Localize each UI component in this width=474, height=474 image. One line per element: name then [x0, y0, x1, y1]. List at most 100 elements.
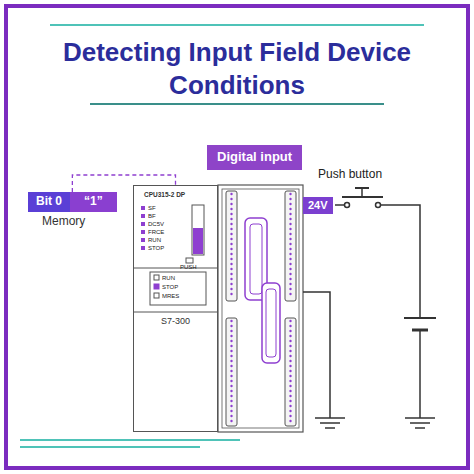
pin: [289, 385, 291, 387]
pin: [289, 420, 291, 422]
tag-text: Digital input: [207, 145, 302, 170]
pin: [289, 330, 291, 332]
tag-text: “1”: [70, 192, 117, 212]
led: [141, 206, 145, 210]
pin: [289, 273, 291, 275]
pin: [230, 380, 232, 382]
pin: [230, 340, 232, 342]
led: [141, 246, 145, 250]
pin: [230, 350, 232, 352]
pin: [230, 198, 232, 200]
pin: [230, 400, 232, 402]
led: [141, 230, 145, 234]
pin: [230, 273, 232, 275]
module-label: S7-300: [134, 316, 217, 326]
pin: [289, 390, 291, 392]
pin: [289, 288, 291, 290]
pin: [289, 248, 291, 250]
pin: [230, 238, 232, 240]
rule: [20, 446, 200, 448]
pin: [289, 325, 291, 327]
module-label: CPU315-2 DP: [144, 191, 185, 198]
cpu-details: [133, 205, 218, 312]
rule: [90, 103, 384, 105]
voltage-tag: 24V: [303, 197, 333, 214]
memory-bit: Bit 0“1”Memory: [28, 192, 117, 229]
pin: [230, 278, 232, 280]
pin: [289, 340, 291, 342]
led: [141, 214, 145, 218]
title: Detecting Input Field Device Conditions: [62, 36, 412, 102]
panel-label: RUN: [148, 237, 161, 243]
pin: [289, 258, 291, 260]
pin: [230, 213, 232, 215]
pin: [289, 243, 291, 245]
pin: [230, 360, 232, 362]
pin: [230, 253, 232, 255]
device-label: Push button: [318, 168, 382, 180]
pin: [289, 395, 291, 397]
frame: [6, 6, 468, 468]
pin: [289, 268, 291, 270]
input-module: [218, 185, 303, 432]
pin: [230, 288, 232, 290]
panel-label: FRCE: [148, 229, 164, 235]
panel-label: MRES: [162, 293, 179, 299]
pin: [289, 380, 291, 382]
panel-label: SF: [148, 205, 156, 211]
pin: [230, 243, 232, 245]
pin: [289, 208, 291, 210]
pin: [230, 218, 232, 220]
pin: [289, 223, 291, 225]
pin: [289, 238, 291, 240]
pin: [289, 320, 291, 322]
pin: [289, 345, 291, 347]
pin: [289, 233, 291, 235]
pin: [289, 400, 291, 402]
pin: [230, 320, 232, 322]
pin: [230, 375, 232, 377]
pin: [289, 415, 291, 417]
pin: [289, 193, 291, 195]
pin: [289, 293, 291, 295]
tag-text: Bit 0: [28, 192, 70, 212]
tag-text: 24V: [303, 197, 333, 214]
cpu-module: CPU315-2 DP S7-300: [133, 185, 218, 432]
pin: [289, 335, 291, 337]
rule: [20, 439, 240, 441]
terminal-pins: [230, 193, 291, 422]
pin: [230, 268, 232, 270]
pin: [230, 283, 232, 285]
pin: [230, 365, 232, 367]
pin: [230, 258, 232, 260]
pin: [289, 365, 291, 367]
dashed-link: [72, 175, 175, 192]
pin: [230, 385, 232, 387]
pin: [230, 248, 232, 250]
pin: [230, 420, 232, 422]
pin: [230, 233, 232, 235]
pin: [230, 203, 232, 205]
field-wiring: [303, 188, 436, 428]
pin: [230, 263, 232, 265]
panel-label: BF: [148, 213, 156, 219]
panel-label: DC5V: [148, 221, 164, 227]
led: [141, 222, 145, 226]
pin: [289, 360, 291, 362]
pin: [230, 208, 232, 210]
pin: [230, 405, 232, 407]
pin: [289, 405, 291, 407]
pin: [230, 223, 232, 225]
pin: [289, 263, 291, 265]
pin: [289, 355, 291, 357]
pin: [289, 218, 291, 220]
pin: [230, 335, 232, 337]
pin: [230, 355, 232, 357]
pin: [230, 330, 232, 332]
pin: [230, 325, 232, 327]
panel-label: STOP: [148, 245, 164, 251]
pin: [230, 345, 232, 347]
status-leds: [141, 206, 145, 250]
pin: [289, 370, 291, 372]
panel-label: RUN: [162, 275, 175, 281]
